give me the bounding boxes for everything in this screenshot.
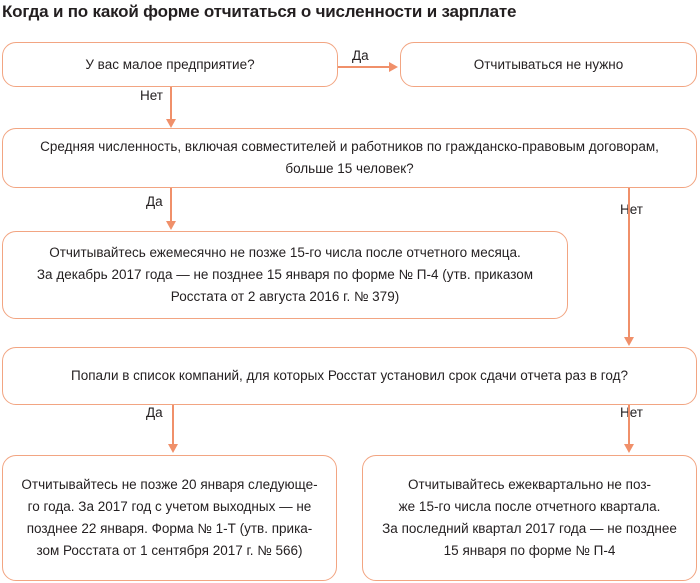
- node-text: Попали в список компаний, для которых Ро…: [71, 368, 628, 383]
- node-no-report: Отчитываться не нужно: [400, 42, 697, 87]
- arrow-yes-line: [170, 188, 172, 222]
- arrow-no-line: [170, 87, 172, 120]
- node-text: У вас малое предприятие?: [85, 56, 255, 72]
- node-text: Росстата от 2 августа 2016 г. № 379): [170, 289, 400, 304]
- arrow-yes-line: [172, 405, 174, 445]
- node-quarterly: Отчитывайтесь ежеквартально не поз- же 1…: [362, 455, 697, 581]
- node-monthly: Отчитывайтесь ежемесячно не позже 15-го …: [2, 231, 568, 319]
- node-text: зом Росстата от 1 сентября 2017 г. № 566…: [36, 543, 303, 558]
- node-text: го года. За 2017 год с учетом выходных —…: [27, 499, 312, 514]
- node-yearly-list: Попали в список компаний, для которых Ро…: [2, 347, 697, 405]
- arrow-head-icon: [166, 119, 176, 128]
- edge-label-yes: Да: [146, 405, 163, 420]
- node-text: Отчитывайтесь ежеквартально не поз-: [407, 477, 652, 492]
- node-headcount: Средняя численность, включая совместител…: [2, 128, 697, 188]
- arrow-head-icon: [168, 444, 178, 453]
- node-text: же 15-го числа после отчетного квартала.: [398, 499, 661, 514]
- arrow-head-icon: [389, 62, 398, 72]
- edge-label-no: Нет: [620, 405, 643, 420]
- edge-label-no: Нет: [620, 202, 643, 217]
- arrow-no-line: [628, 405, 630, 445]
- node-small-business: У вас малое предприятие?: [2, 42, 338, 87]
- node-text: Отчитывайтесь не позже 20 января следующ…: [21, 477, 318, 492]
- edge-label-yes: Да: [146, 194, 163, 209]
- node-text: Отчитываться не нужно: [473, 56, 624, 72]
- node-text: За последний квартал 2017 года — не позд…: [382, 521, 677, 536]
- arrow-head-icon: [624, 337, 634, 346]
- arrow-head-icon: [624, 444, 634, 453]
- node-text: За декабрь 2017 года — не позднее 15 янв…: [36, 267, 534, 282]
- edge-label-no: Нет: [140, 88, 163, 103]
- node-text: Средняя численность, включая совместител…: [40, 139, 659, 154]
- node-yearly: Отчитывайтесь не позже 20 января следующ…: [2, 455, 337, 581]
- arrow-head-icon: [166, 221, 176, 230]
- node-text: 15 января по форме № П-4: [443, 543, 616, 558]
- arrow-yes-line: [338, 66, 390, 68]
- node-text: позднее 22 января. Форма № 1-Т (утв. при…: [26, 521, 313, 536]
- page-title: Когда и по какой форме отчитаться о числ…: [2, 2, 517, 21]
- edge-label-yes: Да: [352, 48, 369, 63]
- node-text: больше 15 человек?: [285, 161, 414, 176]
- node-text: Отчитывайтесь ежемесячно не позже 15-го …: [49, 245, 521, 260]
- arrow-no-line: [628, 188, 630, 338]
